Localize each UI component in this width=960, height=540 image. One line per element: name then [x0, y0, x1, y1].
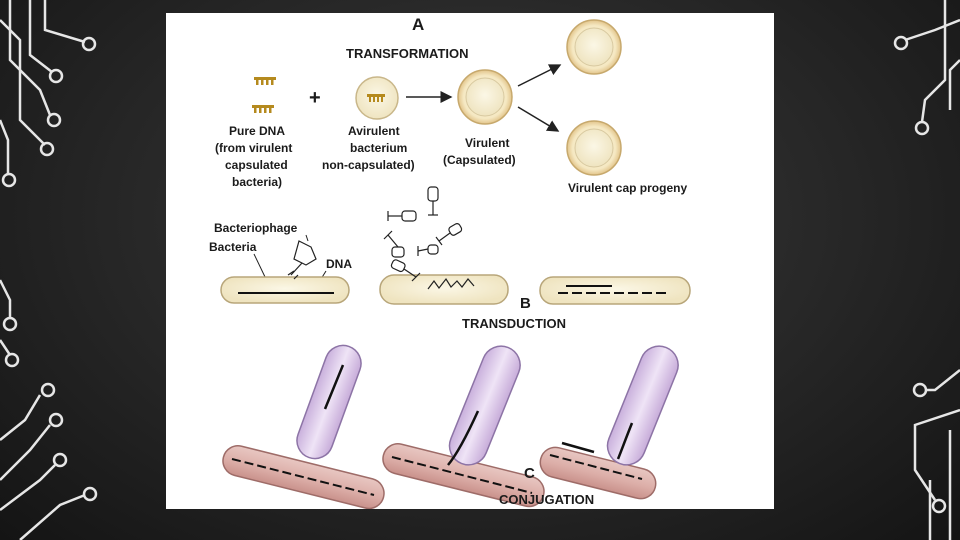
plus-sign: +	[309, 87, 321, 109]
dna-label: DNA	[326, 257, 352, 271]
bacteria-leader-line	[253, 253, 267, 280]
progeny-label: Virulent cap progeny	[568, 181, 687, 195]
section-c-letter: C	[524, 465, 535, 482]
phage-5-icon	[417, 244, 439, 256]
transferring-dna-3	[616, 422, 634, 460]
virulent-label: Virulent (Capsulated)	[443, 136, 516, 167]
arrow-to-progeny-bottom	[517, 106, 560, 132]
donor-cell-2	[448, 345, 521, 466]
section-transformation: A TRANSFORMATION +	[215, 15, 687, 195]
section-a-letter: A	[412, 15, 424, 34]
progeny-core-bottom	[574, 128, 614, 168]
virulent-line-1: Virulent	[465, 136, 509, 150]
avirulent-line-2: bacterium	[350, 141, 407, 155]
section-b-letter: B	[520, 295, 531, 312]
phage-3-icon	[435, 223, 463, 246]
section-c-title: CONJUGATION	[499, 492, 594, 507]
transferring-dna-2	[447, 410, 480, 466]
pure-dna-line-4: bacteria)	[232, 175, 282, 189]
recipient-chromosome-1	[231, 458, 375, 496]
bacterium-host-2	[379, 274, 509, 305]
bacterium-recipient	[539, 276, 691, 305]
section-conjugation: C CONJUGATION	[222, 344, 679, 509]
conjugation-pair-3	[539, 345, 679, 500]
dna-fragment-icon	[254, 77, 276, 85]
bacteria-label: Bacteria	[209, 240, 257, 254]
bacterium-host-1	[220, 276, 350, 304]
conjugation-pair-1	[222, 344, 385, 509]
phage-6-icon	[390, 259, 421, 282]
bacteriophage-icon	[287, 240, 317, 280]
donor-plasmid-1	[323, 364, 345, 410]
pure-dna-line-3: capsulated	[225, 158, 288, 172]
bacteriophage-label: Bacteriophage	[214, 221, 298, 235]
avirulent-line-1: Avirulent	[348, 124, 400, 138]
gene-transfer-figure: A TRANSFORMATION +	[166, 13, 774, 509]
section-b-title: TRANSDUCTION	[462, 316, 566, 331]
avirulent-label: Avirulent bacterium non-capsulated)	[322, 124, 415, 172]
dna-fragment-icon	[252, 105, 274, 113]
conjugation-pair-2	[382, 345, 545, 508]
pure-dna-label: Pure DNA (from virulent capsulated bacte…	[215, 124, 292, 189]
phage-1-icon	[427, 186, 439, 216]
pure-dna-line-2: (from virulent	[215, 141, 292, 155]
virulent-cell-core	[465, 77, 505, 117]
released-phages	[383, 186, 463, 282]
fragmented-dna	[427, 277, 475, 290]
avirulent-line-3: non-capsulated)	[322, 158, 415, 172]
gene-transfer-diagram: A TRANSFORMATION +	[209, 15, 691, 509]
pure-dna-line-1: Pure DNA	[229, 124, 285, 138]
phage-2-icon	[387, 210, 417, 222]
section-transduction: Bacteriophage Bacteria DNA	[209, 186, 691, 331]
dna-inside-cell-icon	[367, 94, 385, 102]
recipient-chromosome-2	[391, 456, 533, 494]
progeny-core-top	[574, 27, 614, 67]
phage-4-icon	[383, 230, 405, 258]
recipient-chromosome-3	[549, 454, 643, 480]
transferred-dna-3	[561, 441, 595, 454]
arrow-to-progeny-top	[517, 64, 562, 87]
virulent-line-2: (Capsulated)	[443, 153, 516, 167]
donor-cell-3	[606, 345, 679, 466]
section-a-title: TRANSFORMATION	[346, 46, 469, 61]
phage-leader-line	[305, 234, 309, 242]
